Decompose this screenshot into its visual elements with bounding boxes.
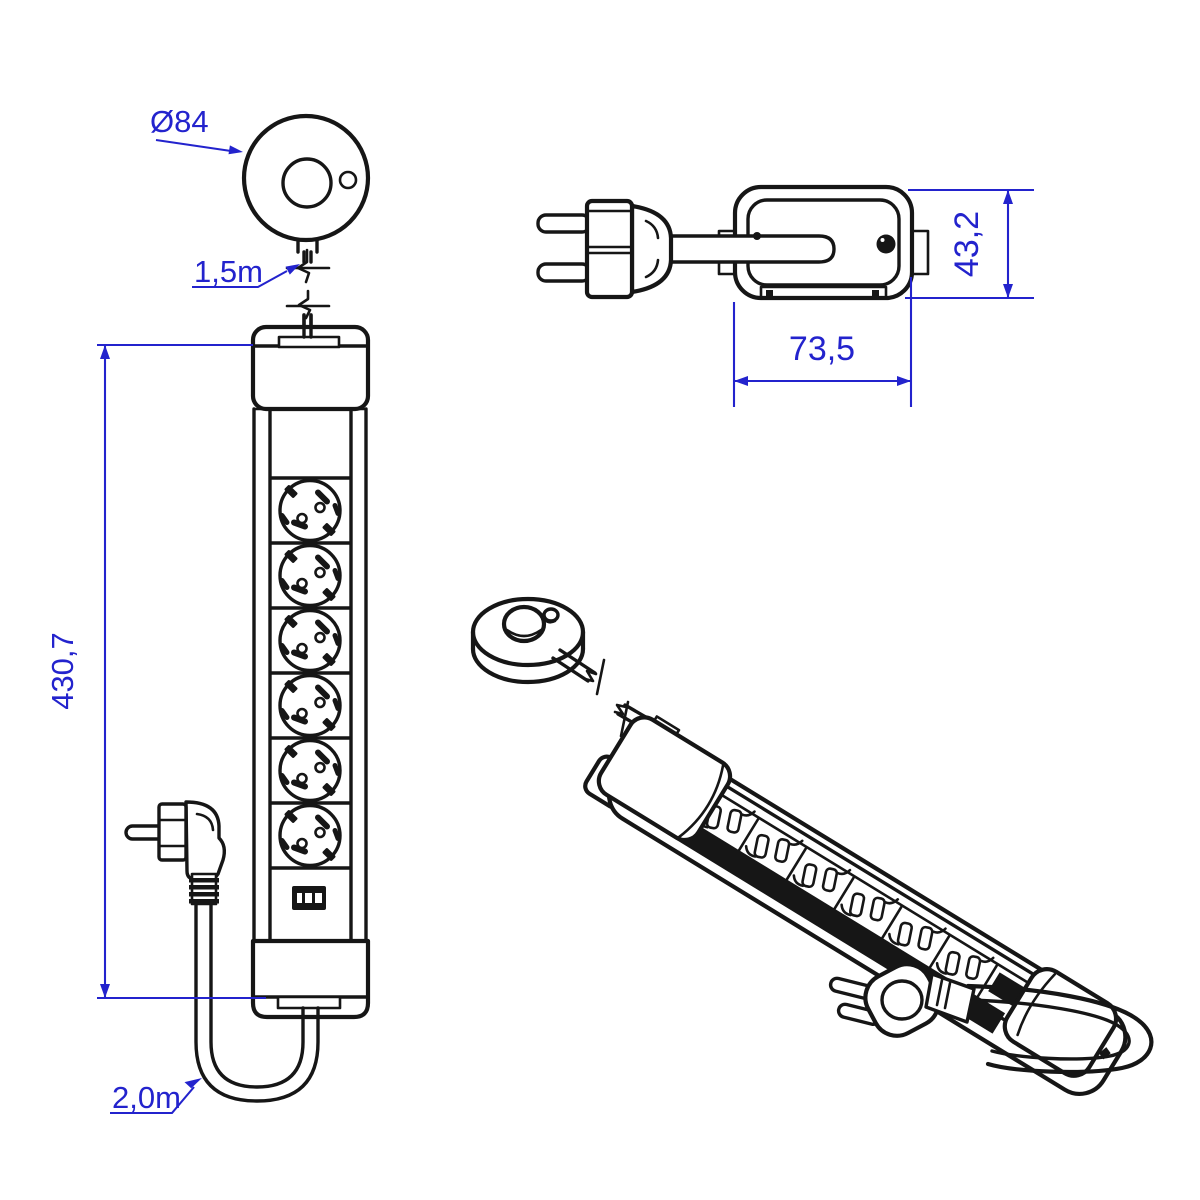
strip-side-rails bbox=[252, 407, 368, 943]
cable-through-slot bbox=[660, 234, 836, 264]
mains-plug-top-view bbox=[536, 198, 674, 300]
iso-strip-body bbox=[583, 715, 1128, 1096]
screw-large bbox=[876, 234, 896, 254]
foot-switch-iso bbox=[470, 596, 586, 685]
foot-switch-top-view bbox=[241, 113, 371, 340]
iso-cable-loop bbox=[965, 983, 1154, 1075]
socket-4 bbox=[280, 676, 340, 736]
switch-led-hole bbox=[338, 170, 358, 190]
plug-body bbox=[184, 800, 227, 881]
dim-body-width: 73,5 bbox=[732, 277, 913, 407]
iso-plug-strain-box bbox=[924, 972, 976, 1024]
plug-pin-bottom bbox=[536, 262, 592, 283]
socket-6 bbox=[280, 806, 340, 866]
plug-body-top-view bbox=[584, 198, 635, 300]
socket-3 bbox=[280, 611, 340, 671]
switch-button-circle bbox=[281, 157, 333, 209]
socket-dividers bbox=[269, 476, 352, 870]
strip-front-view bbox=[124, 313, 371, 1103]
screw-small bbox=[753, 232, 761, 240]
dim-label-body-width: 73,5 bbox=[789, 330, 855, 368]
mains-plug-side-view bbox=[124, 800, 227, 906]
cable-break-symbol bbox=[285, 289, 331, 320]
top-cap-cable-notch bbox=[277, 335, 341, 349]
plug-taper bbox=[629, 203, 674, 295]
dim-switch-cable-length: 1,5m bbox=[192, 254, 300, 289]
iso-near-cap bbox=[596, 715, 733, 843]
socket-2 bbox=[280, 546, 340, 606]
strip-side-view bbox=[536, 184, 930, 301]
dim-label-switch-diameter: Ø84 bbox=[150, 104, 209, 139]
dim-label-switch-cable: 1,5m bbox=[194, 254, 263, 289]
dim-label-mains-cable: 2,0m bbox=[112, 1080, 181, 1115]
plug-pin-top bbox=[536, 213, 592, 234]
mains-cable-loop bbox=[194, 901, 320, 1103]
bottom-cap-cable-notch bbox=[276, 995, 342, 1010]
dim-switch-diameter: Ø84 bbox=[150, 104, 243, 155]
plug-face-plate bbox=[157, 802, 188, 862]
dim-strip-length: 430,7 bbox=[45, 343, 266, 1000]
switch-cable-stem bbox=[296, 238, 319, 264]
strip-isometric-view bbox=[470, 596, 1154, 1096]
brand-logo bbox=[292, 886, 326, 910]
dim-body-height: 43,2 bbox=[905, 188, 1034, 300]
socket-5 bbox=[280, 741, 340, 801]
end-view-bottom-channel bbox=[759, 285, 888, 299]
socket-1 bbox=[280, 481, 340, 541]
iso-plug-inner bbox=[880, 979, 924, 1021]
iso-mains-plug bbox=[828, 962, 976, 1038]
switch-outer-circle bbox=[241, 113, 371, 243]
dim-mains-cable-length: 2,0m bbox=[110, 1078, 202, 1115]
dim-label-body-height: 43,2 bbox=[948, 211, 986, 277]
cable-strain-relief bbox=[189, 872, 219, 906]
dim-label-strip-length: 430,7 bbox=[45, 632, 80, 710]
